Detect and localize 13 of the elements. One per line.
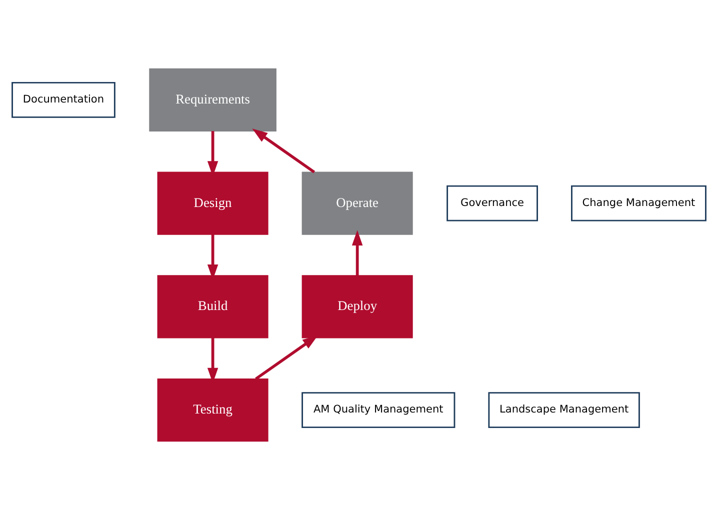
node-box: Landscape Management xyxy=(488,392,640,428)
node-box: Change Management xyxy=(571,184,706,221)
node-box: Testing xyxy=(157,378,268,442)
node-box: Operate xyxy=(302,171,413,234)
node-box: Documentation xyxy=(12,82,116,118)
node-box: Requirements xyxy=(149,68,276,132)
node-box: Design xyxy=(157,171,268,234)
node-box: Governance xyxy=(446,184,538,221)
node-box: AM Quality Management xyxy=(302,392,456,428)
arrow xyxy=(352,230,363,275)
node-box: Deploy xyxy=(302,274,413,338)
node-box: Build xyxy=(157,274,268,338)
arrow xyxy=(252,128,316,173)
